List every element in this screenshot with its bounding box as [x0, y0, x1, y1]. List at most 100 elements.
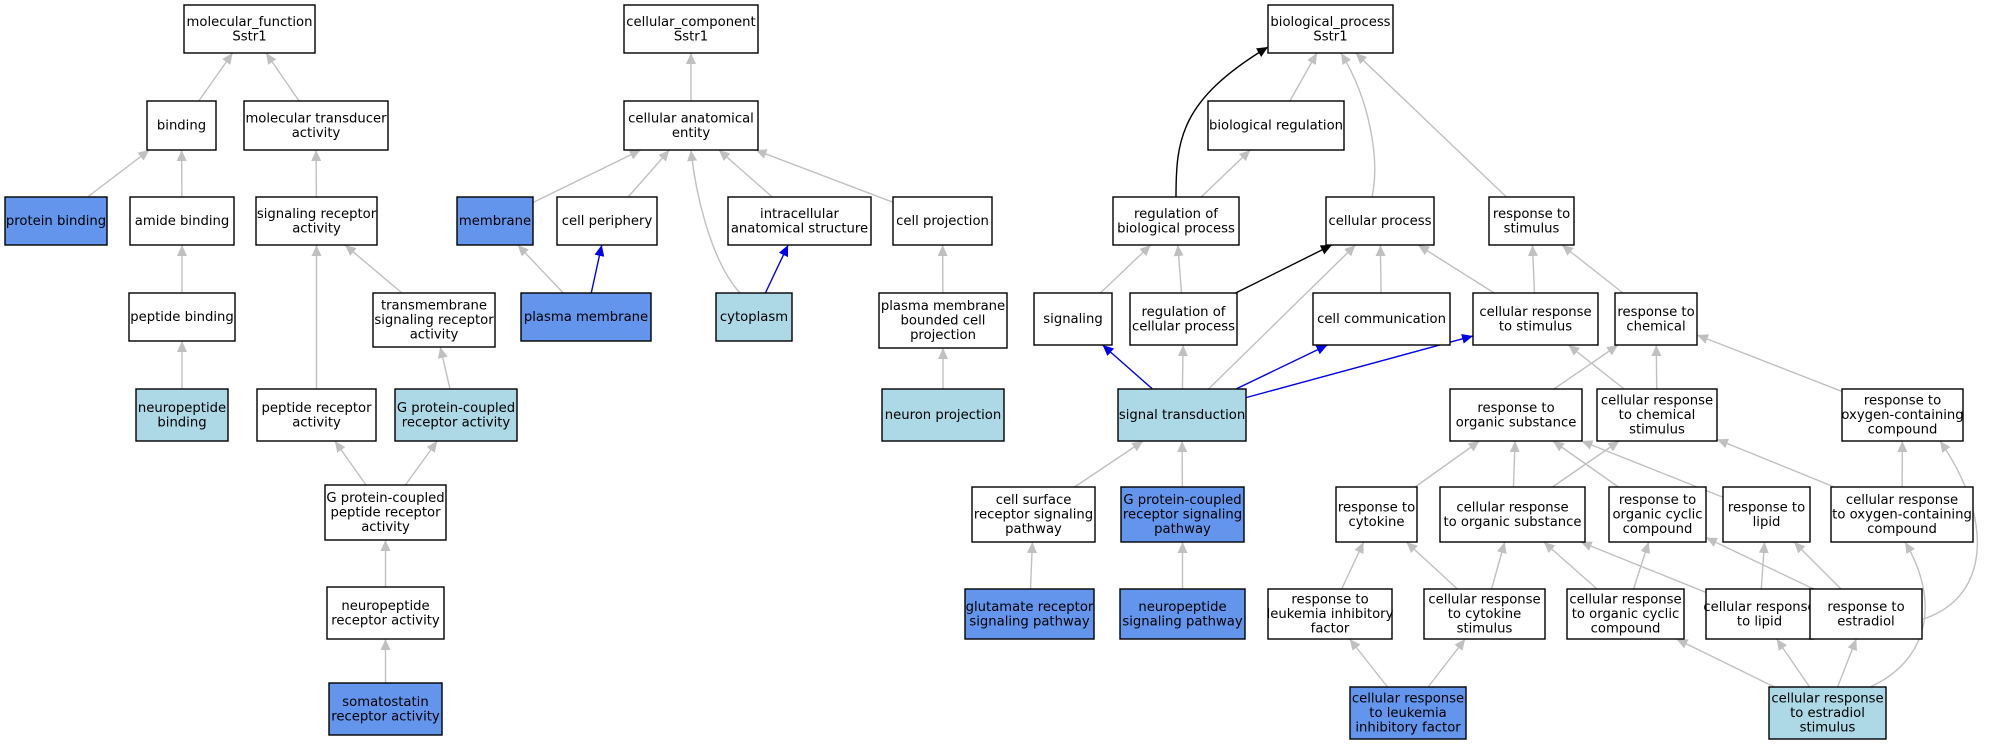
- edge-tmsra-to-sra: [344, 244, 403, 294]
- node-bioreg[interactable]: biological regulation: [1207, 100, 1345, 151]
- node-cellproc[interactable]: cellular process: [1325, 196, 1435, 246]
- node-cellper[interactable]: cell periphery: [556, 196, 658, 246]
- node-label: stimulus: [1629, 423, 1685, 438]
- node-signaling[interactable]: signaling: [1033, 292, 1113, 346]
- node-pepbind[interactable]: peptide binding: [128, 292, 236, 342]
- edge-crestr-to-respestr: [1836, 638, 1857, 688]
- node-neuronproj[interactable]: neuron projection: [881, 388, 1005, 442]
- node-membrane[interactable]: membrane: [456, 196, 534, 246]
- node-label: response to: [1477, 401, 1554, 416]
- edge-crcyto-to-crorg: [1490, 541, 1507, 590]
- node-box: [183, 4, 316, 54]
- node-amidebind[interactable]: amide binding: [129, 196, 235, 246]
- node-label: plasma membrane: [881, 299, 1005, 314]
- node-label: cell projection: [896, 214, 989, 229]
- node-label: response to: [1291, 593, 1368, 608]
- node-box: [1423, 588, 1546, 640]
- node-box: [1119, 588, 1246, 640]
- node-label: cytoplasm: [720, 310, 788, 325]
- node-label: oxygen-containing: [1841, 408, 1963, 423]
- node-box: [1267, 588, 1393, 640]
- node-cytoplasm[interactable]: cytoplasm: [715, 292, 793, 342]
- node-box: [727, 196, 872, 246]
- node-label: cellular response: [1846, 493, 1958, 508]
- node-box: [892, 196, 993, 246]
- node-label: biological_process: [1270, 15, 1390, 30]
- node-label: organic substance: [1456, 415, 1577, 430]
- node-box: [326, 586, 445, 640]
- node-box: [456, 196, 534, 246]
- node-label: molecular transducer: [245, 111, 387, 126]
- node-box: [1608, 486, 1707, 543]
- node-label: cellular response: [1601, 394, 1713, 409]
- edge-ias-to-cae: [718, 149, 773, 198]
- edge-cellproc-to-bp: [1340, 52, 1376, 198]
- node-label: to organic cyclic: [1572, 607, 1680, 622]
- node-binding[interactable]: binding: [146, 100, 217, 151]
- node-label: cellular process: [1132, 319, 1235, 334]
- node-label: binding: [157, 119, 206, 134]
- edge-respstim-to-bp: [1355, 52, 1507, 198]
- node-cellproj[interactable]: cell projection: [892, 196, 993, 246]
- node-label: cellular response: [1352, 692, 1464, 707]
- node-label: biological regulation: [1209, 119, 1343, 134]
- node-protbind[interactable]: protein binding: [4, 196, 108, 246]
- node-label: activity: [292, 221, 341, 236]
- node-box: [372, 292, 496, 348]
- node-box: [129, 196, 235, 246]
- node-box: [4, 196, 108, 246]
- node-cellcomm[interactable]: cell communication: [1312, 292, 1451, 346]
- node-pm[interactable]: plasma membrane: [520, 292, 652, 342]
- edge-signaling-to-regbp: [1099, 244, 1152, 294]
- node-label: cytokine: [1348, 515, 1404, 530]
- node-label: receptor signaling: [974, 508, 1093, 523]
- node-box: [1768, 686, 1887, 740]
- node-label: peptide receptor: [330, 506, 441, 521]
- node-label: biological process: [1117, 221, 1235, 236]
- node-label: regulation of: [1142, 305, 1226, 320]
- node-sigtrans[interactable]: signal transduction: [1117, 388, 1247, 442]
- node-label: anatomical structure: [731, 221, 868, 236]
- node-label: peptide binding: [130, 310, 234, 325]
